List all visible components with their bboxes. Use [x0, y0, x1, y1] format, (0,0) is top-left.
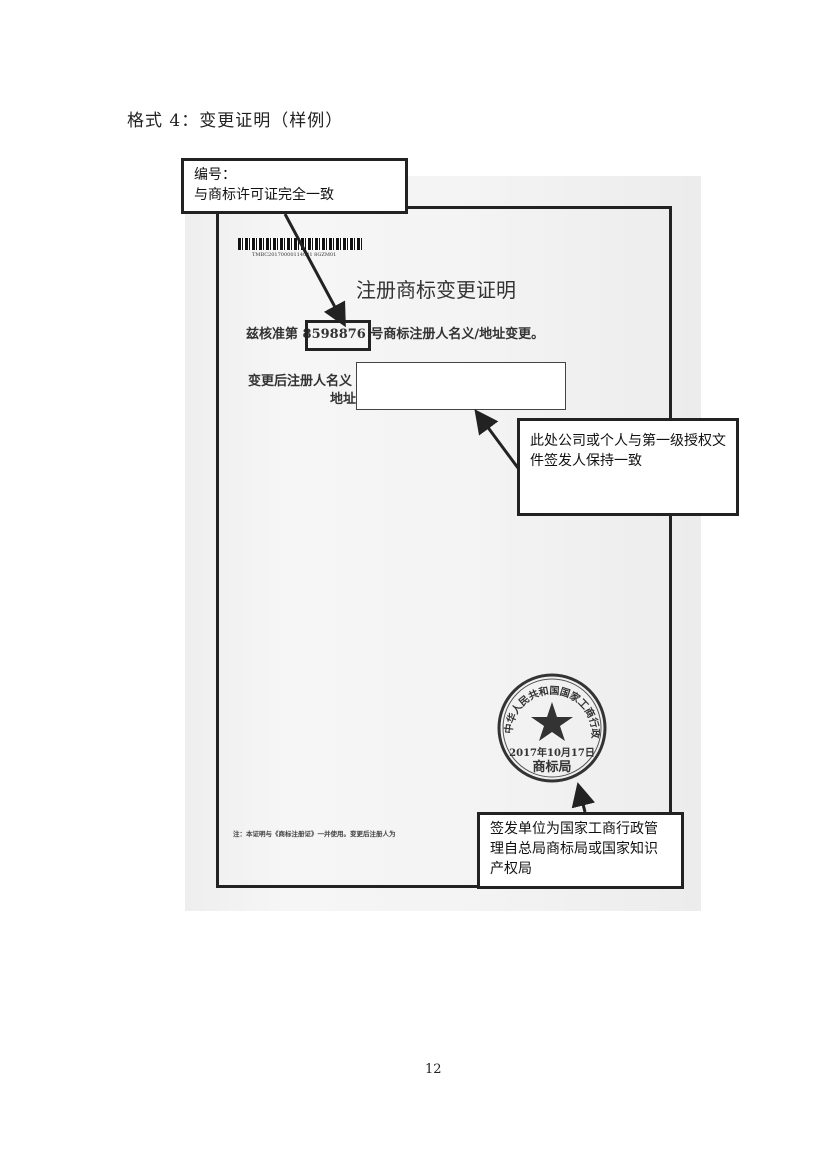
- registrant-name-label: 变更后注册人名义: [248, 374, 353, 389]
- barcode: [238, 238, 362, 250]
- redacted-box: [356, 362, 566, 410]
- registrant-address-label: 地址: [330, 392, 357, 407]
- page-number: 12: [425, 1062, 442, 1077]
- star-icon: [531, 702, 573, 741]
- callout-number-line1: 编号：: [194, 167, 236, 183]
- certificate-title: 注册商标变更证明: [356, 278, 516, 302]
- section-heading: 格式 4：变更证明（样例）: [127, 111, 344, 131]
- callout-number: 编号： 与商标许可证完全一致: [181, 158, 408, 214]
- certificate-note: 注：本证明与《商标注册证》一并使用。变更后注册人为: [233, 830, 396, 838]
- callout-issuer: 签发单位为国家工商行政管理自总局商标局或国家知识产权局: [477, 812, 684, 889]
- stamp-date: 2017年10月17日: [509, 746, 595, 759]
- callout-registrant: 此处公司或个人与第一级授权文件签发人保持一致: [517, 418, 739, 516]
- number-highlight-box: [305, 320, 371, 351]
- callout-number-line2: 与商标许可证完全一致: [194, 187, 334, 203]
- barcode-text: TMBC20170000114041 8GZM01: [252, 252, 337, 258]
- stamp-center: 商标局: [532, 759, 571, 775]
- approval-line: 兹核准第 8598876 号商标注册人名义/地址变更。: [246, 327, 545, 342]
- certificate-scan: [185, 176, 701, 911]
- official-stamp: 中华人民共和国国家工商行政管理总局 2017年10月17日 商标局: [496, 672, 607, 783]
- certificate-frame: [216, 206, 672, 888]
